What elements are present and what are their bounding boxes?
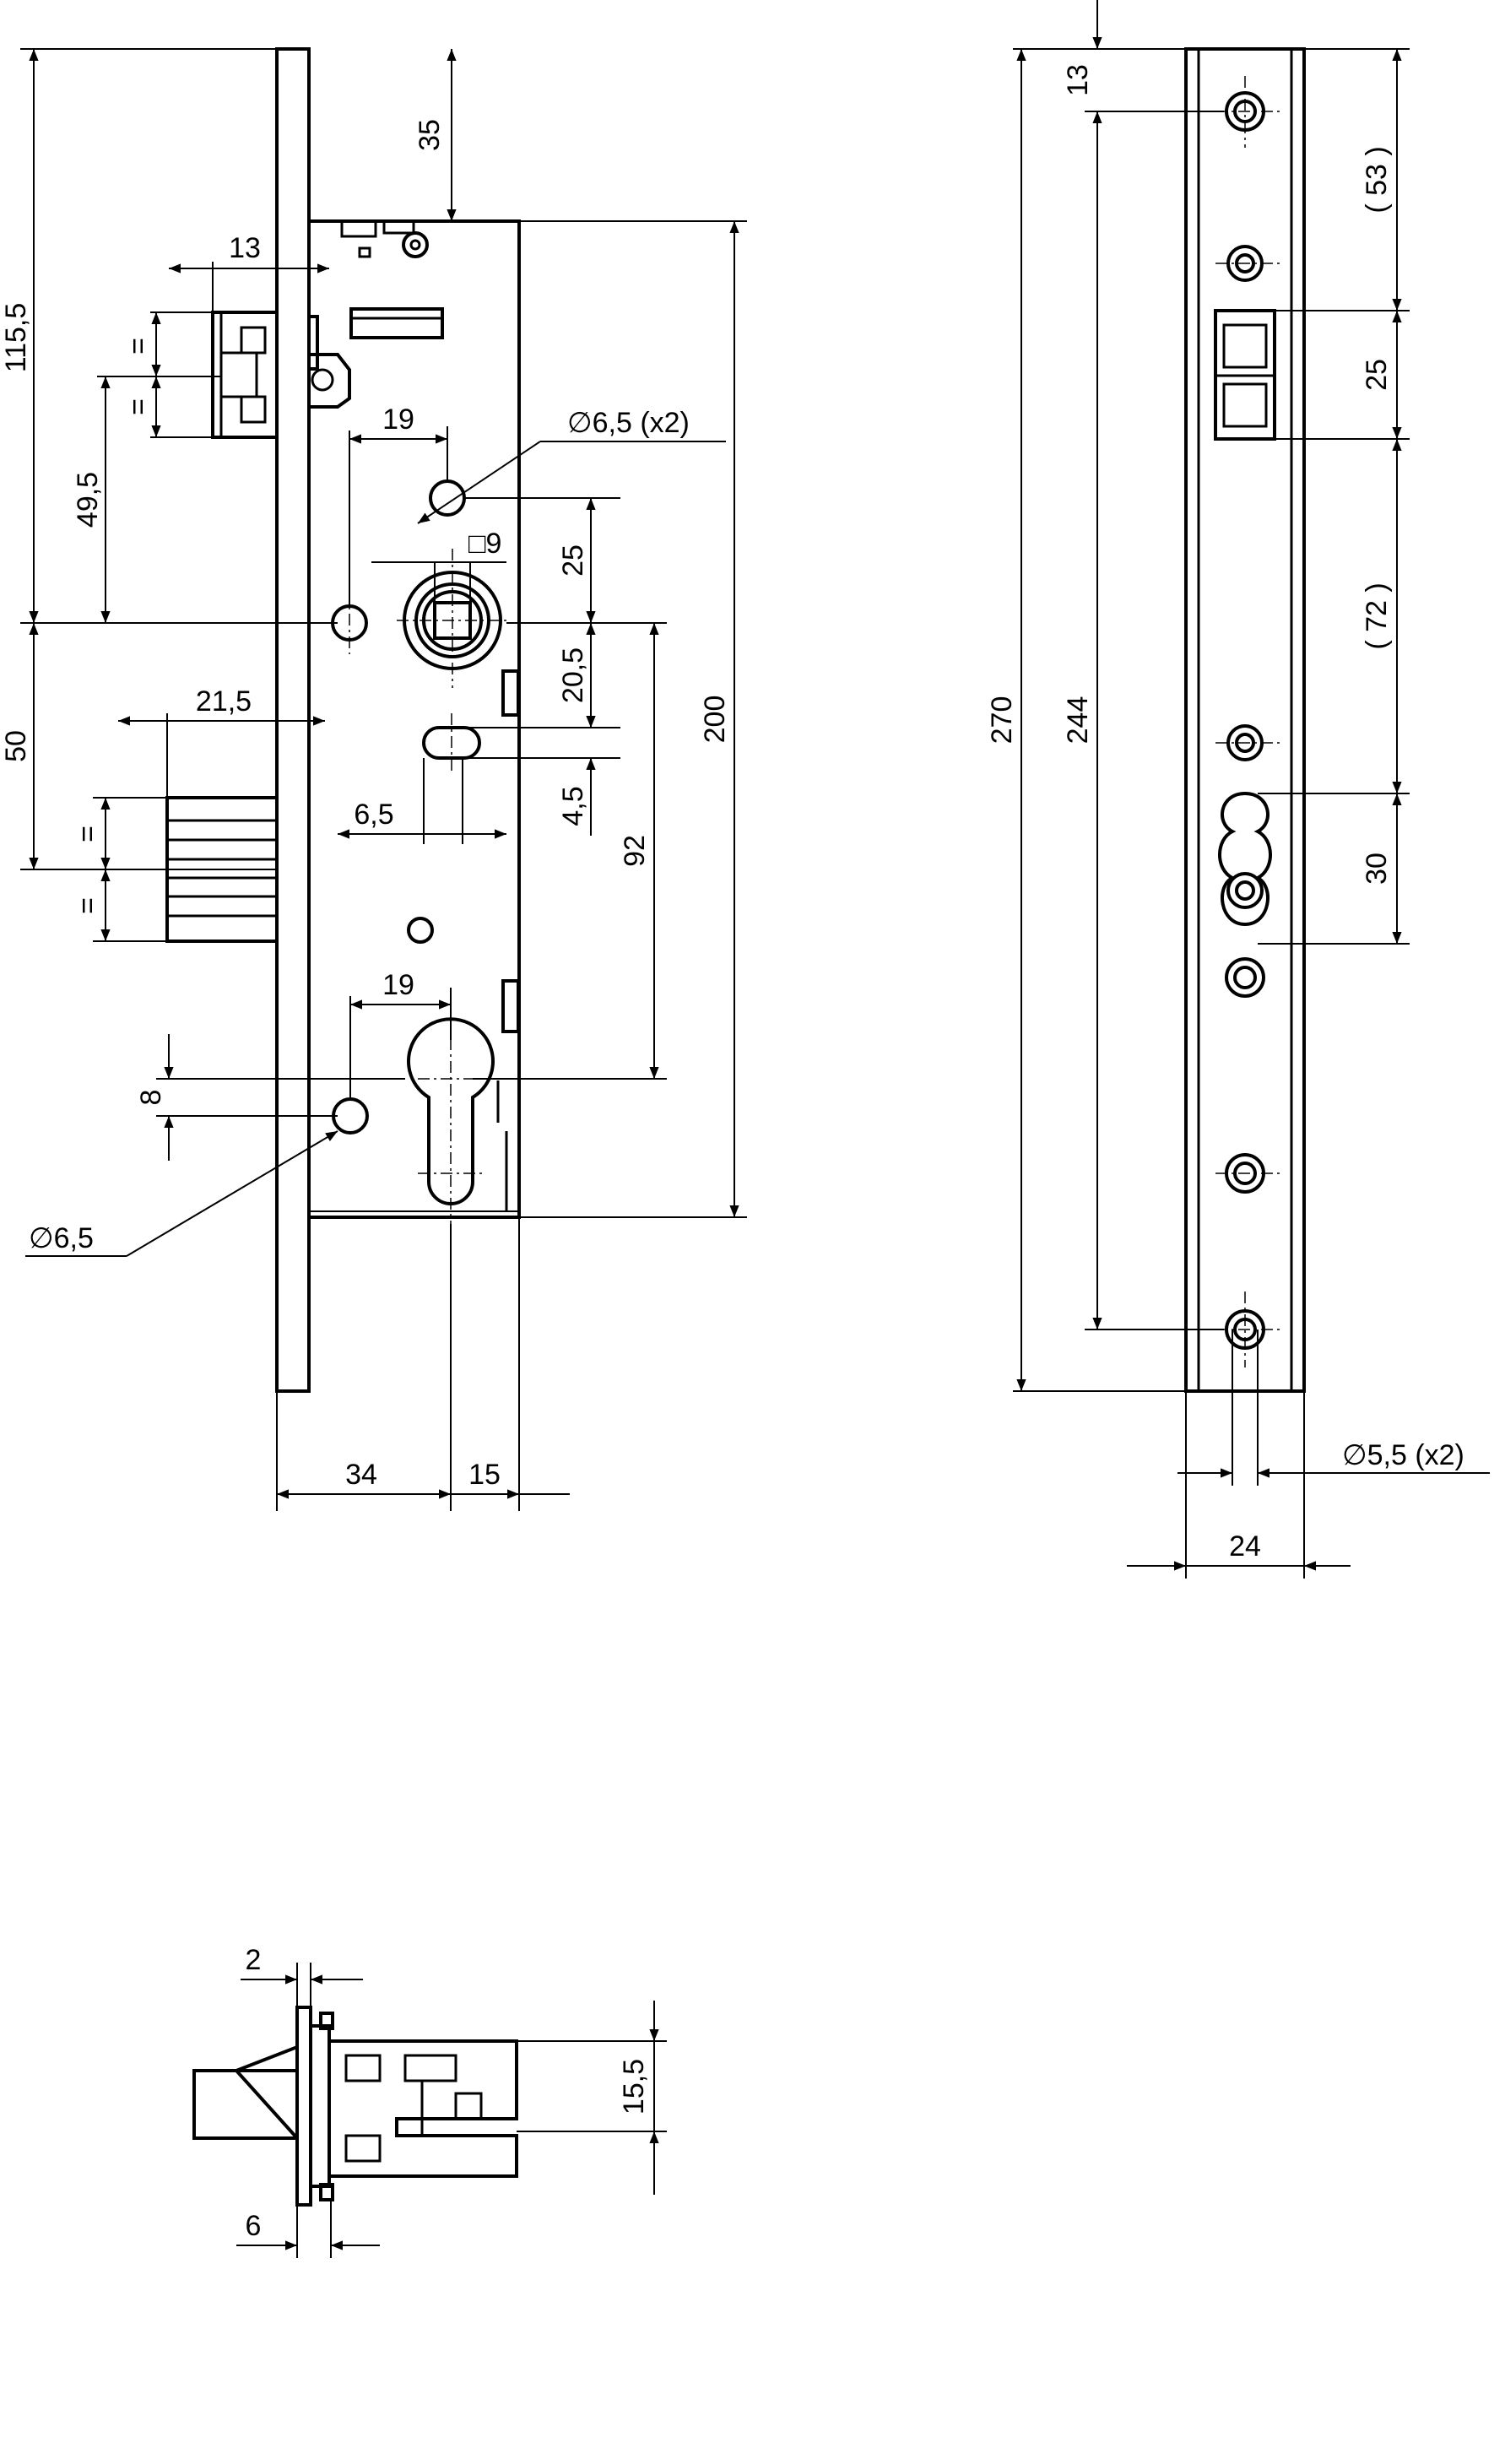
lock-case <box>309 219 521 1219</box>
dim-screw-dia-x2: ∅5,5 (x2) <box>1342 1439 1464 1471</box>
dim-35: 35 <box>414 119 446 151</box>
dim-21-5: 21,5 <box>196 685 252 718</box>
dim-eq-latch-2: = <box>122 398 154 415</box>
dim-200: 200 <box>699 696 731 744</box>
dim-244: 244 <box>1062 696 1094 745</box>
dim-72: ( 72 ) <box>1361 582 1393 649</box>
dim-34: 34 <box>345 1459 377 1491</box>
dim-2: 2 <box>246 1944 262 1976</box>
dim-30: 30 <box>1361 853 1393 885</box>
dim-19-top: 19 <box>382 403 414 436</box>
dim-hole-dia-x2: ∅6,5 (x2) <box>567 407 690 439</box>
side-view: 270 244 13 ( 53 ) 25 ( 72 ) 30 ∅5,5 (x2) <box>986 0 1490 1579</box>
top-screw-hole <box>402 231 429 258</box>
faceplate-front <box>1184 47 1306 1393</box>
dim-8: 8 <box>135 1090 167 1106</box>
dim-24: 24 <box>1229 1530 1261 1562</box>
deadbolt-opening <box>1218 791 1272 998</box>
dim-13-side: 13 <box>1062 64 1094 96</box>
dim-6-5: 6,5 <box>354 799 393 831</box>
dim-49-5: 49,5 <box>72 472 104 528</box>
dim-50: 50 <box>0 730 32 762</box>
dim-13-latch: 13 <box>229 232 261 264</box>
fixing-hole-lower <box>332 1097 369 1135</box>
dim-92: 92 <box>619 835 651 867</box>
dim-hole-dia: ∅6,5 <box>29 1222 94 1254</box>
dim-15: 15 <box>468 1459 501 1491</box>
dim-15-5: 15,5 <box>618 2059 650 2115</box>
front-view: 115,5 35 13 = = 49,5 19 ∅6,5 (x2) □9 <box>0 47 747 1511</box>
dim-53: ( 53 ) <box>1361 146 1393 213</box>
dim-6: 6 <box>246 2210 262 2242</box>
dim-square-9: □9 <box>468 528 501 560</box>
fixing-hole-upper <box>429 479 466 517</box>
dim-115-5: 115,5 <box>0 303 32 373</box>
dim-19-bottom: 19 <box>382 969 414 1001</box>
dim-20-5: 20,5 <box>557 647 589 703</box>
dim-4-5: 4,5 <box>557 786 589 826</box>
dim-eq-latch-1: = <box>122 338 154 355</box>
latch-plate <box>295 2006 312 2207</box>
dim-25-side: 25 <box>1361 359 1393 391</box>
latch-opening <box>1214 309 1276 441</box>
latch-bolt <box>211 311 279 439</box>
dim-eq-deadbolt-1: = <box>72 826 104 842</box>
dim-25-front: 25 <box>557 544 589 577</box>
latch-detail-view: 2 15,5 6 <box>192 1944 667 2258</box>
dim-270: 270 <box>986 696 1018 745</box>
oval-slot <box>422 726 481 760</box>
dim-eq-deadbolt-2: = <box>72 897 104 914</box>
